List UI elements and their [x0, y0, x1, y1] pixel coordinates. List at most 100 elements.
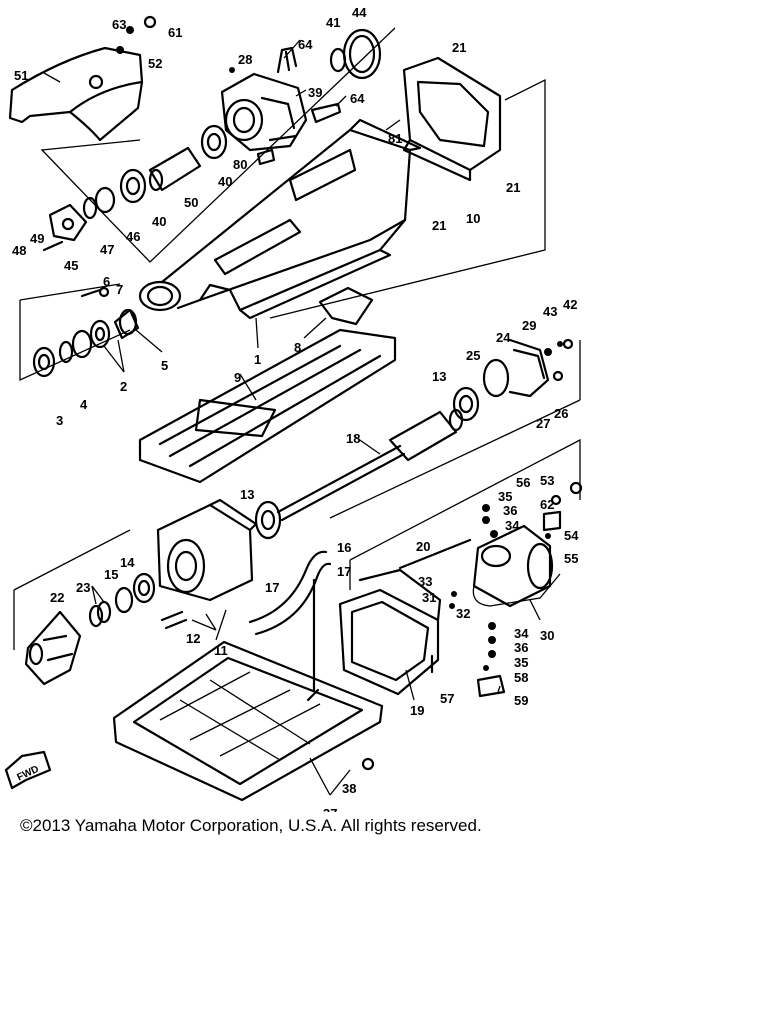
callout-c35a: 35 — [498, 489, 512, 504]
callout-c64b: 64 — [350, 91, 365, 106]
callout-c30: 30 — [540, 628, 554, 643]
callout-c28: 28 — [238, 52, 252, 67]
callout-c34b: 34 — [514, 626, 529, 641]
part-impeller-housing-small — [42, 186, 116, 252]
callout-c43: 43 — [543, 304, 557, 319]
callout-c3: 3 — [56, 413, 63, 428]
part-pump-housing — [156, 498, 258, 630]
callout-c19: 19 — [410, 703, 424, 718]
copyright-notice: ©2013 Yamaha Motor Corporation, U.S.A. A… — [20, 816, 482, 835]
callout-c62: 62 — [540, 497, 554, 512]
callout-c36a: 36 — [503, 503, 517, 518]
callout-c55: 55 — [564, 551, 578, 566]
callout-c31: 31 — [422, 590, 436, 605]
part-nozzle-housing — [338, 568, 442, 696]
callout-c36b: 36 — [514, 640, 528, 655]
callout-c49: 49 — [30, 231, 44, 246]
callout-c52: 52 — [148, 56, 162, 71]
callout-c11: 11 — [214, 643, 228, 658]
callout-c42: 42 — [563, 297, 577, 312]
leader-lines — [43, 39, 541, 796]
callout-c40b: 40 — [152, 214, 166, 229]
fwd-label: FWD — [15, 764, 40, 784]
callout-c20: 20 — [416, 539, 430, 554]
callout-c29: 29 — [522, 318, 536, 333]
callout-c21b: 21 — [506, 180, 520, 195]
callout-c12: 12 — [186, 631, 200, 646]
callout-c46: 46 — [126, 229, 140, 244]
part-end-cap — [482, 338, 574, 398]
callout-c37: 37 — [323, 806, 337, 812]
callout-c23: 23 — [76, 580, 90, 595]
part-ride-plate — [112, 640, 384, 802]
callout-c17a: 17 — [337, 564, 351, 579]
callout-c7: 7 — [116, 282, 123, 297]
callout-c26: 26 — [554, 406, 568, 421]
callout-c47: 47 — [100, 242, 114, 257]
callout-c39: 39 — [308, 85, 322, 100]
callout-c45: 45 — [64, 258, 78, 273]
callout-c4: 4 — [80, 397, 88, 412]
part-intake-grate — [138, 328, 397, 484]
part-bearing-13-upper — [452, 386, 480, 422]
group-outline-middle — [13, 340, 581, 650]
callout-c56: 56 — [516, 475, 530, 490]
callout-c18: 18 — [346, 431, 360, 446]
callout-c54: 54 — [564, 528, 579, 543]
part-nozzle-hardware — [449, 481, 583, 698]
callout-c21c: 21 — [432, 218, 446, 233]
part-fasteners-top — [116, 15, 235, 73]
callout-c8: 8 — [294, 340, 301, 355]
callout-c13b: 13 — [240, 487, 254, 502]
callout-c5: 5 — [161, 358, 168, 373]
part-bearings-upper — [119, 124, 276, 204]
part-bearing-13-lower — [254, 500, 282, 540]
part-short-shaft — [148, 146, 202, 192]
callout-c48: 48 — [12, 243, 26, 258]
callout-c14: 14 — [120, 555, 135, 570]
part-seal-ring — [329, 28, 382, 80]
callout-c9: 9 — [234, 370, 241, 385]
callout-c34a: 34 — [505, 518, 520, 533]
part-cover — [8, 46, 144, 142]
callout-c35b: 35 — [514, 655, 528, 670]
part-reverse-housing — [220, 72, 308, 152]
callout-c21a: 21 — [452, 40, 466, 55]
callout-c58: 58 — [514, 670, 528, 685]
part-intake-flange — [402, 56, 502, 182]
callout-c44: 44 — [352, 5, 367, 20]
part-hose — [248, 550, 332, 692]
callout-c22: 22 — [50, 590, 64, 605]
callout-c1: 1 — [254, 352, 261, 367]
callout-c32: 32 — [456, 606, 470, 621]
callout-c15: 15 — [104, 567, 118, 582]
callout-c16: 16 — [337, 540, 351, 555]
callout-c17b: 17 — [265, 580, 279, 595]
part-drive-shaft — [276, 408, 464, 522]
callout-c25: 25 — [466, 348, 480, 363]
fwd-arrow-icon: FWD — [4, 750, 52, 790]
callout-c27: 27 — [536, 416, 550, 431]
part-jet-housing — [138, 118, 422, 320]
callout-c10: 10 — [466, 211, 480, 226]
part-steering-nozzle — [398, 524, 561, 608]
callout-c41: 41 — [326, 15, 340, 30]
part-bearing-set — [32, 286, 140, 378]
callout-c24: 24 — [496, 330, 511, 345]
callout-c38: 38 — [342, 781, 356, 796]
callout-c80: 80 — [233, 157, 247, 172]
callout-c6: 6 — [103, 274, 110, 289]
callout-c64a: 64 — [298, 37, 313, 52]
callout-c51: 51 — [14, 68, 28, 83]
part-impeller-group — [24, 572, 156, 686]
callout-c81: 81 — [388, 131, 402, 146]
callout-c50: 50 — [184, 195, 198, 210]
callout-c63: 63 — [112, 17, 126, 32]
callout-c57: 57 — [440, 691, 454, 706]
callout-c13a: 13 — [432, 369, 446, 384]
callout-c33: 33 — [418, 574, 432, 589]
callout-c61: 61 — [168, 25, 182, 40]
callout-c59: 59 — [514, 693, 528, 708]
callout-c53: 53 — [540, 473, 554, 488]
